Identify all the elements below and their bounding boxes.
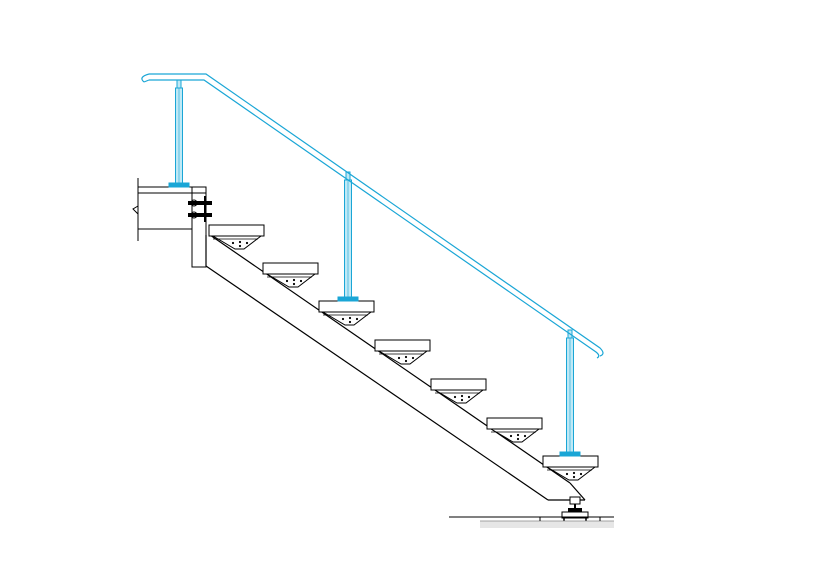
bolt-dot bbox=[348, 316, 352, 320]
bolt-dot bbox=[572, 475, 576, 479]
bolt-dot bbox=[238, 244, 242, 248]
bolt-dot bbox=[572, 471, 576, 475]
bolt-dot bbox=[460, 394, 464, 398]
landing-bolts bbox=[188, 196, 212, 222]
bolt-dot bbox=[292, 282, 296, 286]
base-support-bracket bbox=[561, 496, 589, 522]
bolt-dot bbox=[523, 434, 527, 438]
bolt-dot bbox=[565, 472, 569, 476]
bolt-dot bbox=[285, 279, 289, 283]
stair-tread bbox=[262, 262, 319, 288]
baluster-base-plate bbox=[559, 451, 581, 457]
handrail bbox=[141, 73, 604, 359]
bolt-dot bbox=[341, 317, 345, 321]
bolt-dot bbox=[355, 317, 359, 321]
stair-tread bbox=[486, 417, 543, 443]
balusters bbox=[168, 79, 581, 457]
bolt-dot bbox=[231, 241, 235, 245]
bolt-dot bbox=[397, 356, 401, 360]
bolt-dot bbox=[404, 359, 408, 363]
bolt-dot bbox=[579, 472, 583, 476]
stringer bbox=[205, 234, 586, 501]
bolt-dot bbox=[299, 279, 303, 283]
baluster-post bbox=[337, 171, 359, 302]
bolt-dot bbox=[509, 434, 513, 438]
bolt-dot bbox=[292, 278, 296, 282]
baluster-post bbox=[168, 79, 190, 188]
bolt-dot bbox=[411, 356, 415, 360]
stair-tread bbox=[208, 224, 265, 250]
bolt-dot bbox=[348, 320, 352, 324]
upper-landing-beam bbox=[132, 178, 207, 268]
bolt-dot bbox=[516, 437, 520, 441]
bolt-dot bbox=[516, 433, 520, 437]
stair-tread bbox=[542, 455, 599, 481]
bolt-dot bbox=[453, 395, 457, 399]
stair-treads bbox=[208, 224, 599, 481]
baluster-base-plate bbox=[168, 182, 190, 188]
stair-tread bbox=[430, 378, 487, 404]
stair-tread bbox=[374, 339, 431, 365]
bolt-dot bbox=[238, 240, 242, 244]
baluster-base-plate bbox=[337, 296, 359, 302]
bolt-dot bbox=[460, 398, 464, 402]
stair-tread bbox=[318, 300, 375, 326]
bolt-dot bbox=[245, 241, 249, 245]
floor-line bbox=[449, 516, 614, 528]
bolt-dot bbox=[467, 395, 471, 399]
bolt-dot bbox=[404, 355, 408, 359]
baluster-post bbox=[559, 329, 581, 457]
